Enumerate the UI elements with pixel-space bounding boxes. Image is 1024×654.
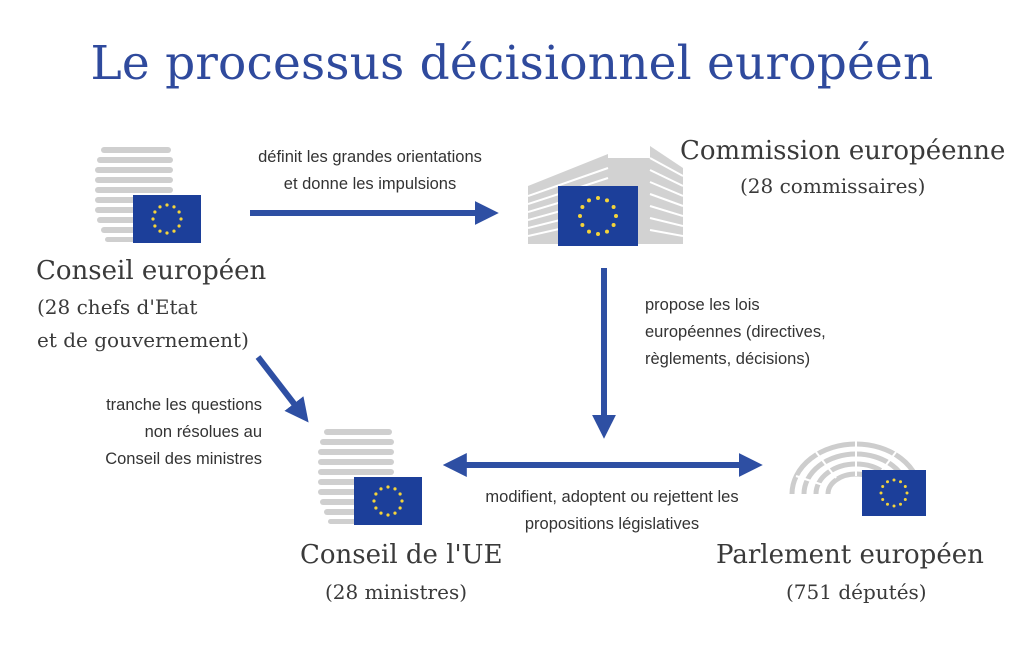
edge-label-line: Conseil des ministres bbox=[105, 450, 262, 468]
node-commission-name: Commission européenne bbox=[680, 136, 1006, 166]
eu-building-icon bbox=[528, 146, 683, 246]
node-council-eu-name: Conseil de l'UE bbox=[300, 540, 503, 570]
edge-label-line: non résolues au bbox=[144, 423, 262, 441]
node-european-council-detail: (28 chefs d'Etat et de gouvernement) bbox=[37, 291, 249, 357]
eu-building-icon bbox=[95, 147, 201, 243]
detail-line: et de gouvernement) bbox=[37, 328, 249, 352]
edge-label-line: modifient, adoptent ou rejettent les bbox=[485, 488, 739, 506]
node-council-eu-detail: (28 ministres) bbox=[325, 580, 468, 604]
detail-line: (28 chefs d'Etat bbox=[37, 295, 198, 319]
page-title: Le processus décisionnel européen bbox=[90, 36, 934, 91]
edge-label-propose: propose les lois européennes (directives… bbox=[645, 292, 826, 373]
node-commission-detail: (28 commissaires) bbox=[740, 174, 926, 198]
hemicycle-icon bbox=[789, 440, 926, 516]
edge-label-tranche: tranche les questions non résolues au Co… bbox=[60, 392, 262, 473]
node-european-council-name: Conseil européen bbox=[36, 256, 267, 286]
edge-label-line: tranche les questions bbox=[106, 396, 262, 414]
edge-label-line: définit les grandes orientations bbox=[258, 148, 482, 166]
edge-label-line: propositions législatives bbox=[524, 515, 700, 533]
edge-label-modifient: modifient, adoptent ou rejettent les pro… bbox=[462, 484, 762, 538]
edge-label-line: et donne les impulsions bbox=[283, 175, 457, 193]
edge-label-orientations: définit les grandes orientations et donn… bbox=[230, 144, 510, 198]
edge-label-line: européennes (directives, bbox=[645, 323, 826, 341]
edge-label-line: propose les lois bbox=[645, 296, 760, 314]
node-parliament-detail: (751 députés) bbox=[786, 580, 927, 604]
node-parliament-name: Parlement européen bbox=[716, 540, 984, 570]
eu-building-icon bbox=[318, 429, 422, 525]
edge-label-line: règlements, décisions) bbox=[645, 350, 811, 368]
arrow-council-to-council-eu bbox=[255, 355, 309, 423]
